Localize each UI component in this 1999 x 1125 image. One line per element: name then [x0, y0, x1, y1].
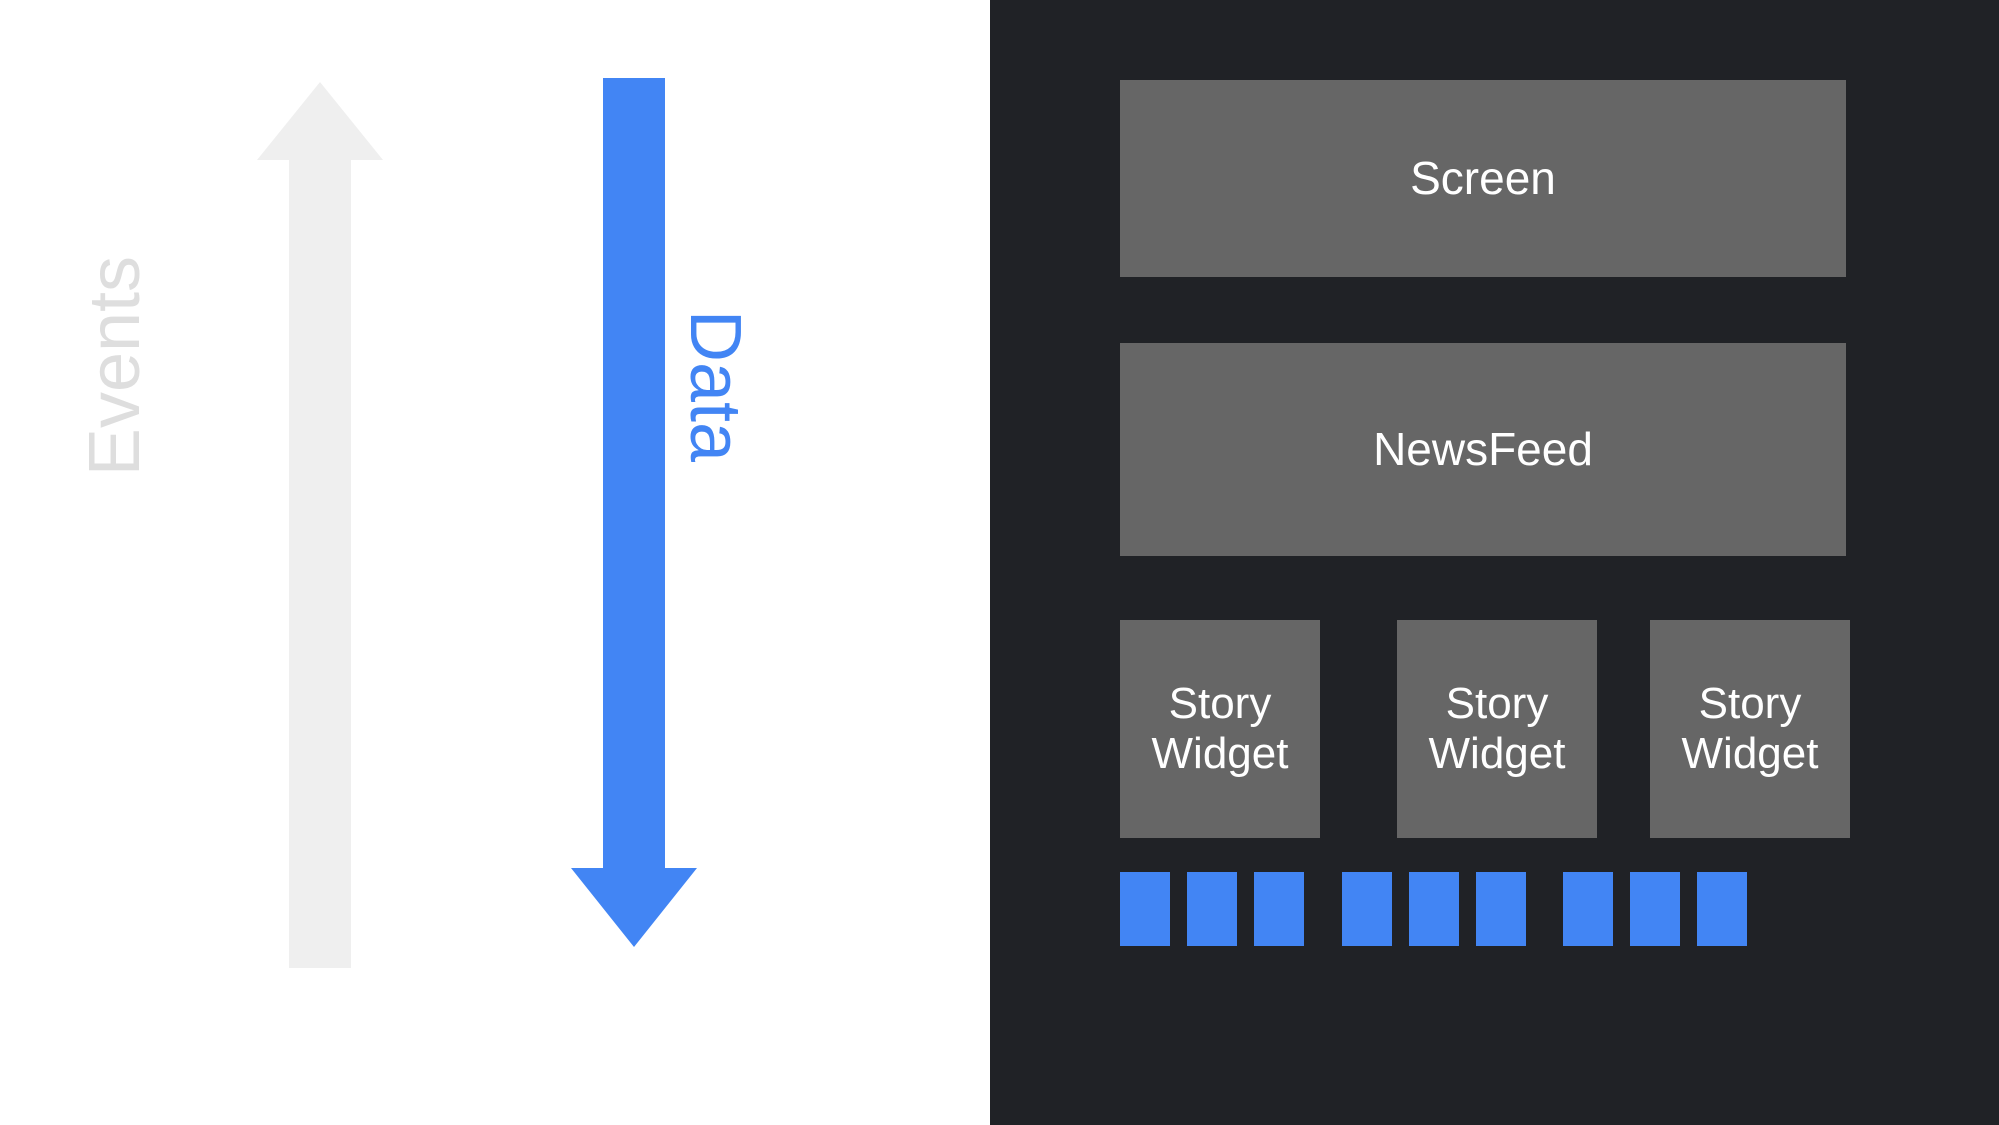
story-widget-3-label-line1: Story [1698, 679, 1802, 729]
events-flow-label: Events [75, 255, 155, 477]
component-box-screen[interactable]: Screen [1120, 80, 1846, 277]
event-tick[interactable] [1697, 872, 1747, 946]
flow-panel: Events Data [0, 0, 990, 1125]
component-box-story-widget-1[interactable]: Story Widget [1120, 620, 1320, 838]
component-box-newsfeed-label: NewsFeed [1373, 422, 1593, 475]
story-widget-2-label-line1: Story [1445, 679, 1549, 729]
events-arrow-up-icon [257, 82, 383, 968]
story-widget-1-label-line1: Story [1168, 679, 1272, 729]
story-widget-3-label: Story Widget [1682, 679, 1819, 778]
event-tick-group-2 [1342, 872, 1526, 946]
data-arrow-down-icon [571, 78, 697, 947]
event-tick[interactable] [1563, 872, 1613, 946]
event-tick[interactable] [1254, 872, 1304, 946]
component-panel: Screen NewsFeed Story Widget Story Widge… [990, 0, 1999, 1125]
event-tick[interactable] [1476, 872, 1526, 946]
event-tick[interactable] [1187, 872, 1237, 946]
component-box-story-widget-2[interactable]: Story Widget [1397, 620, 1597, 838]
event-tick-group-3 [1563, 872, 1747, 946]
component-box-story-widget-3[interactable]: Story Widget [1650, 620, 1850, 838]
event-tick[interactable] [1342, 872, 1392, 946]
event-tick-group-1 [1120, 872, 1304, 946]
event-tick[interactable] [1630, 872, 1680, 946]
story-widget-2-label-line2: Widget [1428, 729, 1566, 778]
story-widget-2-label: Story Widget [1429, 679, 1566, 778]
event-tick[interactable] [1409, 872, 1459, 946]
component-box-screen-label: Screen [1410, 151, 1556, 204]
event-tick[interactable] [1120, 872, 1170, 946]
story-widget-3-label-line2: Widget [1681, 729, 1819, 778]
component-box-newsfeed[interactable]: NewsFeed [1120, 343, 1846, 556]
story-widget-1-label-line2: Widget [1151, 729, 1289, 778]
story-widget-1-label: Story Widget [1152, 679, 1289, 778]
data-flow-label: Data [675, 309, 755, 463]
